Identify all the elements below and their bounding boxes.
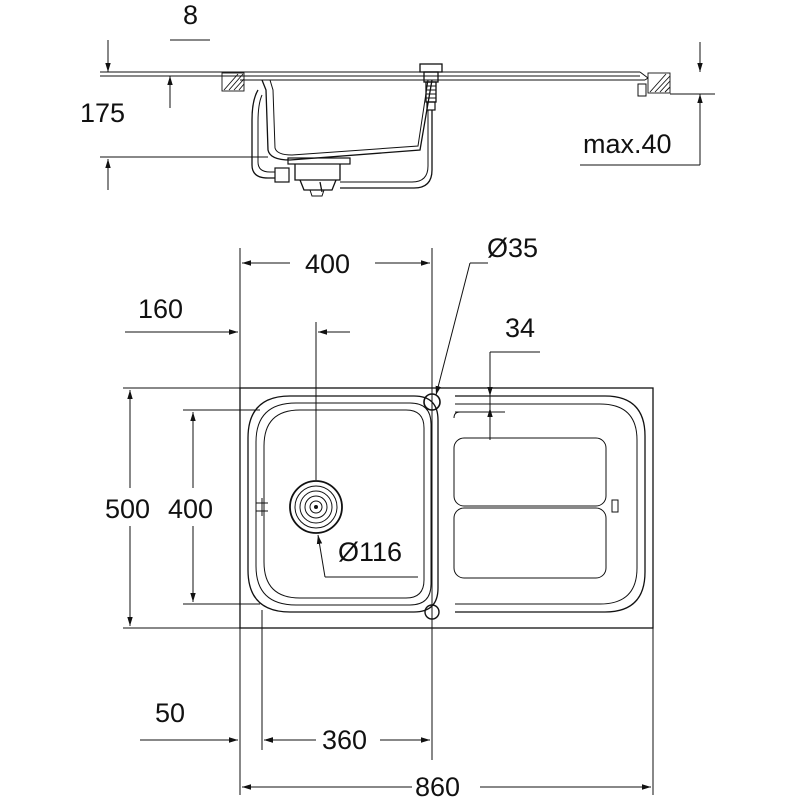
extension-lines [123,248,654,795]
bowl-outline [247,395,439,613]
drainer-ridge-lower [453,507,607,579]
dim-depth: 175 [80,98,268,190]
dim-left-offset: 160 [125,294,350,335]
label-tap-hole: Ø35 [487,233,538,263]
label-bowl-depth: 400 [168,494,213,524]
label-max-counter: max.40 [583,129,672,159]
dim-bowl-depth: 400 [168,412,213,602]
dim-edge-offset: 50 [140,698,300,743]
side-view: 8 175 max.40 [80,0,715,197]
dim-top-thickness: 8 [105,0,210,108]
waste-strainer [289,480,343,534]
label-bowl-width-400: 400 [305,249,350,279]
label-bowl-inner-width: 360 [322,725,367,755]
dim-bowl-inner-width: 360 [264,725,430,755]
label-waste: Ø116 [338,537,402,567]
dim-bowl-width-400: 400 [242,249,430,279]
right-worktop-hatch [637,72,671,97]
drainer-ridge-upper [453,437,607,507]
dim-drainer-offset: 34 [487,313,540,440]
bowl-profile [251,63,443,197]
dim-overall-depth: 500 [105,390,150,626]
side-view-rim [100,71,649,81]
label-overall-depth: 500 [105,494,150,524]
label-overall-width: 860 [415,772,460,800]
label-drainer-offset: 34 [505,313,535,343]
left-worktop-hatch [221,72,245,92]
drainer-outline [453,395,646,613]
label-top-thickness: 8 [183,0,198,30]
dim-max-counter: max.40 [580,42,715,166]
dim-tap-hole: Ø35 [435,233,538,396]
label-edge-offset: 50 [155,698,185,728]
overflow-mark [256,498,268,516]
label-left-offset: 160 [138,294,183,324]
label-depth: 175 [80,98,125,128]
dim-overall-width: 860 [242,772,651,800]
dim-waste: Ø116 [316,534,418,578]
top-view: 400 Ø35 160 34 500 [105,233,654,800]
